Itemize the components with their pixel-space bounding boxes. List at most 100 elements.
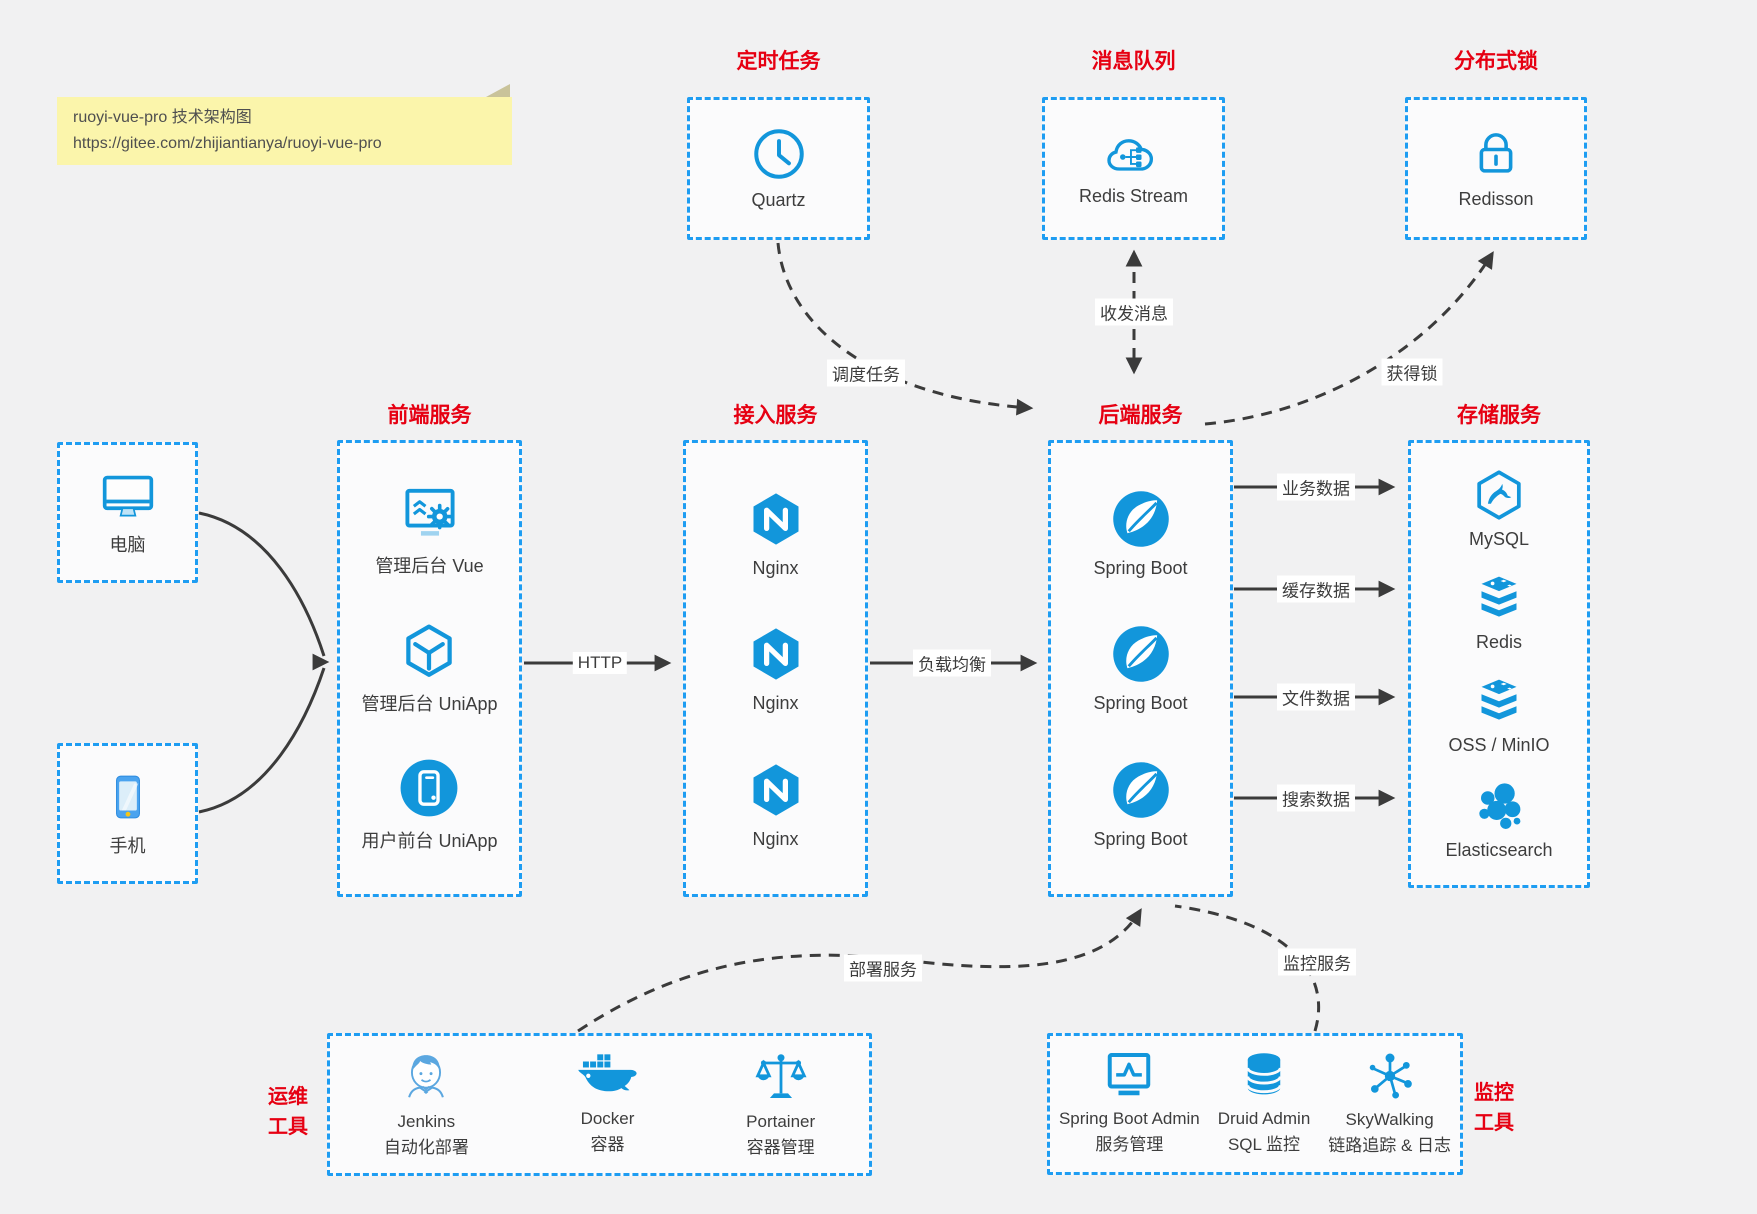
edge-label-search-data: 搜索数据 [1277, 784, 1355, 812]
note-url[interactable]: https://gitee.com/zhijiantianya/ruoyi-vu… [73, 135, 382, 152]
node-elasticsearch[interactable]: Elasticsearch [1445, 780, 1553, 861]
backend-title: 后端服务 [1098, 404, 1183, 427]
spring-icon [1110, 488, 1172, 550]
node-label: 电脑 [109, 534, 146, 555]
node-label: OSS / MinIO [1448, 735, 1550, 755]
portainer-icon [753, 1049, 809, 1105]
node-label: Druid Admin SQL 监控 [1217, 1109, 1311, 1154]
phone-box: 手机 [57, 743, 198, 884]
node-admin-vue[interactable]: 管理后台 Vue [375, 484, 484, 578]
phone-icon [103, 770, 153, 824]
edge-label-business-data: 业务数据 [1277, 473, 1355, 501]
node-label: Elasticsearch [1445, 840, 1553, 860]
node-nginx-2[interactable]: Nginx [746, 623, 806, 714]
node-docker[interactable]: Docker 容器 [577, 1052, 639, 1158]
docker-icon [577, 1052, 639, 1102]
user-app-icon [398, 757, 460, 819]
node-label: Redisson [1458, 189, 1534, 209]
mq-title: 消息队列 [1091, 50, 1176, 73]
node-user-uniapp[interactable]: 用户前台 UniApp [361, 757, 498, 853]
skywalking-icon [1363, 1049, 1417, 1103]
devops-box: Jenkins 自动化部署 Docker 容器 [327, 1033, 872, 1176]
node-label: Spring Boot [1093, 557, 1188, 578]
mysql-icon [1471, 467, 1527, 523]
spring-icon [1110, 759, 1172, 821]
edge-label-messaging: 收发消息 [1095, 298, 1173, 326]
admin-vue-icon [399, 484, 461, 544]
nginx-icon [746, 623, 806, 685]
computer-box: 电脑 [57, 442, 198, 583]
frontend-box: 管理后台 Vue 管理后台 UniApp 用户前台 UniApp [337, 440, 522, 897]
storage-box: MySQL Redis OSS / MinIO Elasticsearch [1408, 440, 1590, 888]
storage-title: 存储服务 [1457, 404, 1541, 427]
lock-title: 分布式锁 [1454, 50, 1538, 73]
uniapp-cube-icon [399, 620, 459, 682]
node-label: SkyWalking 链路追踪 & 日志 [1328, 1110, 1452, 1155]
node-label: 管理后台 Vue [375, 556, 484, 577]
cloud-stream-icon [1104, 130, 1162, 178]
edge-label-file-data: 文件数据 [1277, 683, 1355, 711]
redis-stack-icon [1471, 574, 1527, 626]
node-quartz[interactable]: Quartz [751, 126, 807, 211]
node-springboot-2[interactable]: Spring Boot [1093, 623, 1188, 714]
gateway-box: Nginx Nginx Nginx [683, 440, 868, 897]
spring-icon [1110, 623, 1172, 685]
node-label: Redis Stream [1078, 186, 1189, 206]
node-mysql[interactable]: MySQL [1469, 467, 1529, 550]
node-label: Docker 容器 [580, 1108, 635, 1154]
node-springboot-3[interactable]: Spring Boot [1093, 759, 1188, 850]
node-druid-admin[interactable]: Druid Admin SQL 监控 [1217, 1050, 1311, 1158]
node-phone[interactable]: 手机 [103, 770, 153, 858]
scheduled-title: 定时任务 [736, 50, 821, 73]
node-label: Nginx [752, 693, 799, 713]
lock-box: Redisson [1405, 97, 1587, 240]
nginx-icon [746, 759, 806, 821]
springboot-admin-icon [1101, 1050, 1157, 1102]
node-label: Redis [1475, 632, 1523, 652]
node-label: Spring Boot [1093, 693, 1188, 713]
oss-stack-icon [1471, 677, 1527, 729]
node-nginx-1[interactable]: Nginx [746, 488, 806, 579]
node-label: Jenkins 自动化部署 [383, 1111, 469, 1157]
lock-icon [1469, 127, 1523, 181]
node-label: Spring Boot Admin 服务管理 [1058, 1109, 1200, 1154]
edge-label-http: HTTP [572, 652, 628, 674]
node-jenkins[interactable]: Jenkins 自动化部署 [384, 1049, 469, 1161]
node-springboot-1[interactable]: Spring Boot [1093, 488, 1188, 579]
node-portainer[interactable]: Portainer 容器管理 [746, 1049, 815, 1161]
node-label: MySQL [1468, 529, 1529, 549]
node-computer[interactable]: 电脑 [97, 469, 159, 557]
node-label: 手机 [109, 835, 146, 856]
edge-label-cache-data: 缓存数据 [1277, 575, 1355, 603]
mq-box: Redis Stream [1042, 97, 1225, 240]
node-label: 管理后台 UniApp [361, 693, 498, 714]
node-label: 用户前台 UniApp [361, 830, 498, 851]
druid-icon [1238, 1050, 1290, 1102]
edge-label-deploy: 部署服务 [844, 954, 922, 982]
edge-computer-to-frontend [198, 511, 326, 657]
node-oss-minio[interactable]: OSS / MinIO [1448, 677, 1550, 756]
nginx-icon [746, 488, 806, 550]
monitor-side-title: 监控 工具 [1474, 1082, 1514, 1134]
node-label: Nginx [752, 557, 799, 578]
node-springboot-admin[interactable]: Spring Boot Admin 服务管理 [1059, 1050, 1200, 1158]
node-admin-uniapp[interactable]: 管理后台 UniApp [361, 620, 498, 716]
node-redisson[interactable]: Redisson [1458, 127, 1534, 210]
node-redis-stream[interactable]: Redis Stream [1079, 130, 1188, 207]
edge-phone-to-frontend [198, 667, 326, 814]
node-skywalking[interactable]: SkyWalking 链路追踪 & 日志 [1328, 1049, 1451, 1159]
backend-box: Spring Boot Spring Boot Spring Boot [1048, 440, 1233, 897]
clock-icon [751, 126, 807, 182]
scheduled-box: Quartz [687, 97, 870, 240]
frontend-title: 前端服务 [387, 404, 472, 427]
edge-label-acquire-lock: 获得锁 [1381, 358, 1443, 386]
monitor-box: Spring Boot Admin 服务管理 Druid Admin SQ [1047, 1033, 1463, 1175]
node-redis[interactable]: Redis [1471, 574, 1527, 653]
edge-label-schedule: 调度任务 [827, 359, 905, 387]
monitor-icon [97, 469, 159, 523]
gateway-title: 接入服务 [733, 404, 818, 427]
node-nginx-3[interactable]: Nginx [746, 759, 806, 850]
node-label: Spring Boot [1093, 828, 1188, 849]
jenkins-icon [399, 1049, 453, 1105]
